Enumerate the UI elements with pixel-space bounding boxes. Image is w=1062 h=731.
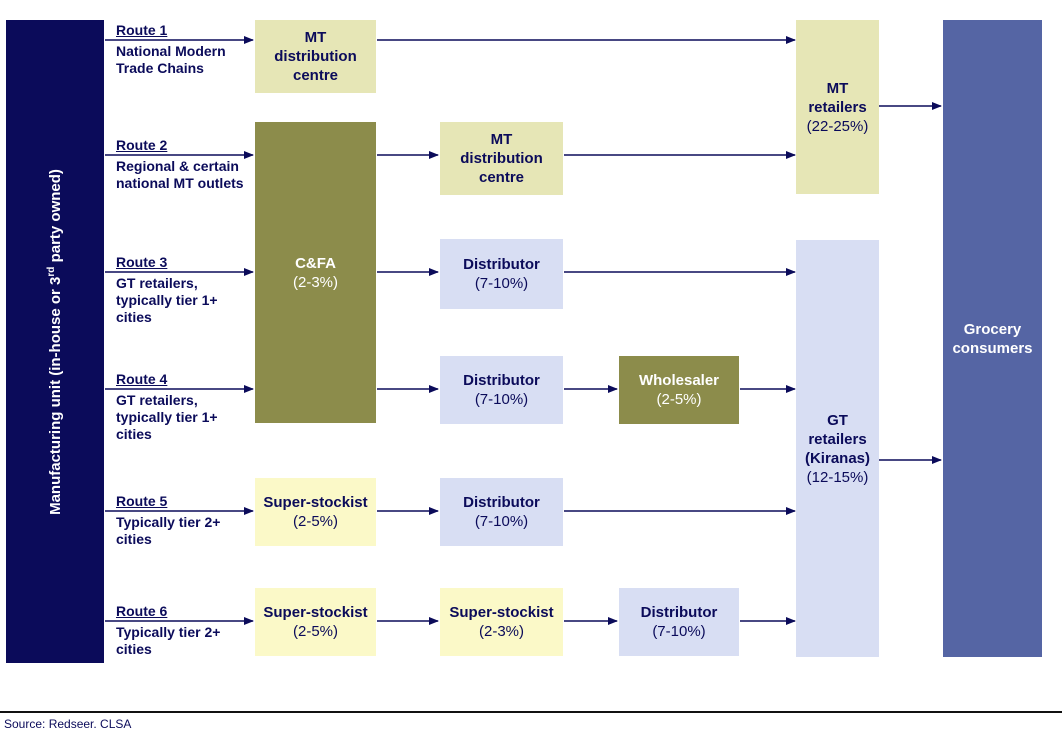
route-6-label: Route 6 Typically tier 2+ cities [116, 603, 256, 658]
route-5-desc: Typically tier 2+ cities [116, 514, 221, 547]
gt-retailers-label: GT retailers (Kiranas) [804, 411, 871, 467]
distributor-margin: (7-10%) [474, 513, 529, 530]
mt-distribution-centre-box-route1: MT distribution centre [255, 20, 376, 93]
mt-distribution-centre-label: MT distribution centre [460, 131, 543, 186]
route-4-desc: GT retailers, typically tier 1+ cities [116, 392, 218, 442]
route-4-title: Route 4 [116, 371, 168, 387]
distributor-box-route3: Distributor (7-10%) [440, 239, 563, 309]
distributor-label: Distributor [463, 256, 540, 273]
distributor-box-route5: Distributor (7-10%) [440, 478, 563, 546]
mt-retailers-label: MT retailers [808, 79, 867, 116]
route-3-label: Route 3 GT retailers, typically tier 1+ … [116, 254, 256, 326]
route-3-desc: GT retailers, typically tier 1+ cities [116, 275, 218, 325]
grocery-consumers-box: Grocery consumers [943, 20, 1042, 657]
wholesaler-box: Wholesaler (2-5%) [619, 356, 739, 424]
super-stockist-margin: (2-5%) [292, 513, 338, 530]
manufacturing-label-part1: Manufacturing unit (in-house or 3 [47, 276, 64, 515]
mt-retailers-margin: (22-25%) [806, 117, 869, 135]
super-stockist-label: Super-stockist [263, 604, 368, 621]
distributor-margin: (7-10%) [474, 391, 529, 408]
route-1-label: Route 1 National Modern Trade Chains [116, 22, 256, 77]
distributor-box-route4: Distributor (7-10%) [440, 356, 563, 424]
super-stockist-box-route6-second: Super-stockist (2-3%) [440, 588, 563, 656]
source-note: Source: Redseer. CLSA [4, 717, 132, 731]
super-stockist-box-route5: Super-stockist (2-5%) [255, 478, 376, 546]
mt-retailers-box: MT retailers (22-25%) [796, 20, 879, 194]
mt-distribution-centre-box-route2: MT distribution centre [440, 122, 563, 195]
distributor-margin: (7-10%) [652, 623, 706, 640]
route-5-title: Route 5 [116, 493, 168, 509]
gt-retailers-margin: (12-15%) [806, 468, 869, 486]
wholesaler-label: Wholesaler [638, 372, 720, 389]
super-stockist-box-route6: Super-stockist (2-5%) [255, 588, 376, 656]
distributor-label: Distributor [640, 604, 718, 621]
route-3-title: Route 3 [116, 254, 168, 270]
distributor-label: Distributor [463, 372, 540, 389]
super-stockist-label: Super-stockist [263, 494, 368, 511]
manufacturing-label-sup: rd [46, 266, 57, 277]
route-4-label: Route 4 GT retailers, typically tier 1+ … [116, 371, 256, 443]
manufacturing-unit-label: Manufacturing unit (in-house or 3rd part… [46, 169, 64, 515]
mt-distribution-centre-label: MT distribution centre [274, 29, 357, 84]
manufacturing-label-part2: party owned) [47, 168, 64, 267]
distributor-label: Distributor [463, 494, 540, 511]
grocery-consumers-label: Grocery consumers [952, 320, 1033, 357]
manufacturing-unit-box: Manufacturing unit (in-house or 3rd part… [6, 20, 104, 663]
route-1-title: Route 1 [116, 22, 168, 38]
route-5-label: Route 5 Typically tier 2+ cities [116, 493, 256, 548]
route-6-desc: Typically tier 2+ cities [116, 624, 221, 657]
wholesaler-margin: (2-5%) [656, 391, 702, 408]
route-2-label: Route 2 Regional & certain national MT o… [116, 137, 256, 192]
cfa-margin: (2-3%) [292, 273, 338, 291]
distributor-box-route6: Distributor (7-10%) [619, 588, 739, 656]
gt-retailers-box: GT retailers (Kiranas) (12-15%) [796, 240, 879, 657]
super-stockist-label: Super-stockist [449, 604, 554, 621]
route-1-desc: National Modern Trade Chains [116, 43, 226, 76]
super-stockist-margin: (2-5%) [292, 623, 338, 640]
route-2-desc: Regional & certain national MT outlets [116, 158, 244, 191]
cfa-label: C&FA [295, 254, 336, 272]
super-stockist-margin: (2-3%) [478, 623, 524, 640]
route-6-title: Route 6 [116, 603, 168, 619]
cfa-box: C&FA (2-3%) [255, 122, 376, 423]
footer-divider [0, 711, 1062, 713]
distributor-margin: (7-10%) [474, 275, 529, 292]
route-2-title: Route 2 [116, 137, 168, 153]
